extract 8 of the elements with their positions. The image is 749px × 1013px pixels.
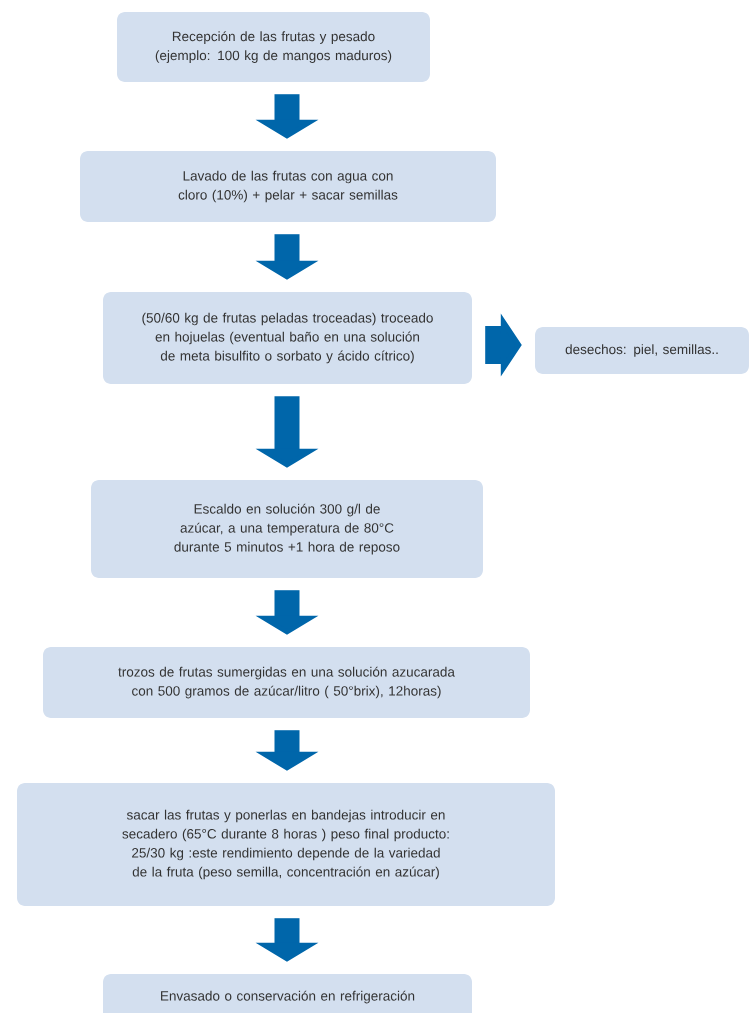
process-box: sacar las frutas y ponerlas en bandejas introducir en secadero (65°C durante 8 horas ) peso final producto: 25/30 kg :este rendimiento depende de la variedad de la fruta (peso semilla, concentración en azúcar) [17, 783, 555, 906]
process-box: Envasado o conservación en refrigeración [103, 974, 472, 1013]
process-box: Escaldo en solución 300 g/l de azúcar, a una temperatura de 80°C durante 5 minutos +1 hora de reposo [91, 480, 483, 578]
process-box: Recepción de las frutas y pesado (ejemplo: 100 kg de mangos maduros) [117, 12, 430, 82]
process-box: desechos: piel, semillas.. [535, 327, 749, 374]
process-box: Lavado de las frutas con agua con cloro (10%) + pelar + sacar semillas [80, 151, 496, 222]
process-box: (50/60 kg de frutas peladas troceadas) troceado en hojuelas (eventual baño en una solución de meta bisulfito o sorbato y ácido cítrico) [103, 292, 472, 384]
process-box: trozos de frutas sumergidas en una solución azucarada con 500 gramos de azúcar/litro ( 50°brix), 12horas) [43, 647, 530, 718]
